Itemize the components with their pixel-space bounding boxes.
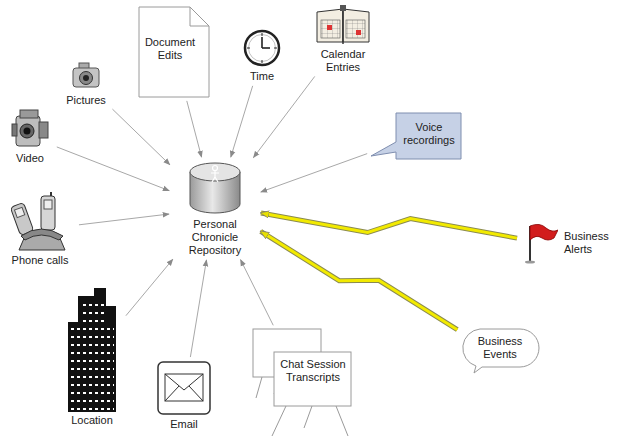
icon-node: Personal Chronicle Repository — [172, 160, 258, 257]
arrow-connector — [187, 101, 202, 157]
envelope-icon — [156, 360, 212, 416]
arrow-connector — [231, 86, 253, 157]
cylinder-icon — [187, 160, 243, 216]
node-label: Time — [240, 70, 284, 83]
bolt-outline — [261, 231, 458, 329]
lightning-arrow — [261, 231, 458, 329]
node-label: Personal Chronicle Repository — [172, 218, 258, 257]
shape-node: Business Events — [460, 328, 540, 374]
arrow-connector — [190, 260, 206, 357]
bolt-outline — [261, 213, 517, 238]
calendar-icon — [313, 4, 373, 46]
arrow-connector — [79, 214, 169, 225]
icon-node: Location — [60, 286, 124, 427]
icon-node: Calendar Entries — [310, 4, 376, 74]
phones-icon — [11, 192, 69, 252]
node-label: Pictures — [58, 94, 114, 107]
node-label: Business Events — [468, 335, 532, 361]
clock-icon — [242, 28, 282, 68]
arrow-connector — [112, 109, 169, 165]
node-label: Voice recordings — [398, 121, 460, 147]
shape-node: Document Edits — [138, 6, 210, 98]
icon-node: Phone calls — [4, 192, 76, 267]
arrow-connector — [126, 259, 173, 315]
icon-node: Pictures — [58, 60, 114, 107]
shape-node: Chat Session Transcripts — [252, 328, 352, 438]
node-label: Chat Session Transcripts — [278, 358, 348, 384]
node-label: Business Alerts — [564, 230, 614, 256]
shape-node: Voice recordings — [370, 112, 462, 160]
arrow-connector — [241, 260, 274, 326]
node-label: Location — [60, 414, 124, 427]
video-icon — [10, 108, 50, 150]
arrow-connector — [253, 76, 314, 157]
icon-node: Business Alerts — [520, 222, 614, 264]
arrow-connector — [261, 154, 367, 192]
node-label: Video — [6, 152, 54, 165]
icon-node: Video — [6, 108, 54, 165]
arrow-connector — [57, 147, 169, 191]
node-label: Calendar Entries — [310, 48, 376, 74]
building-icon — [64, 286, 120, 412]
node-label: Phone calls — [4, 254, 76, 267]
icon-node: Time — [240, 28, 284, 83]
icon-node: Email — [154, 360, 214, 431]
node-label: Document Edits — [142, 36, 198, 62]
flag-icon — [522, 222, 558, 264]
lightning-arrow — [261, 213, 517, 238]
node-label: Email — [154, 418, 214, 431]
camera-icon — [70, 60, 102, 92]
